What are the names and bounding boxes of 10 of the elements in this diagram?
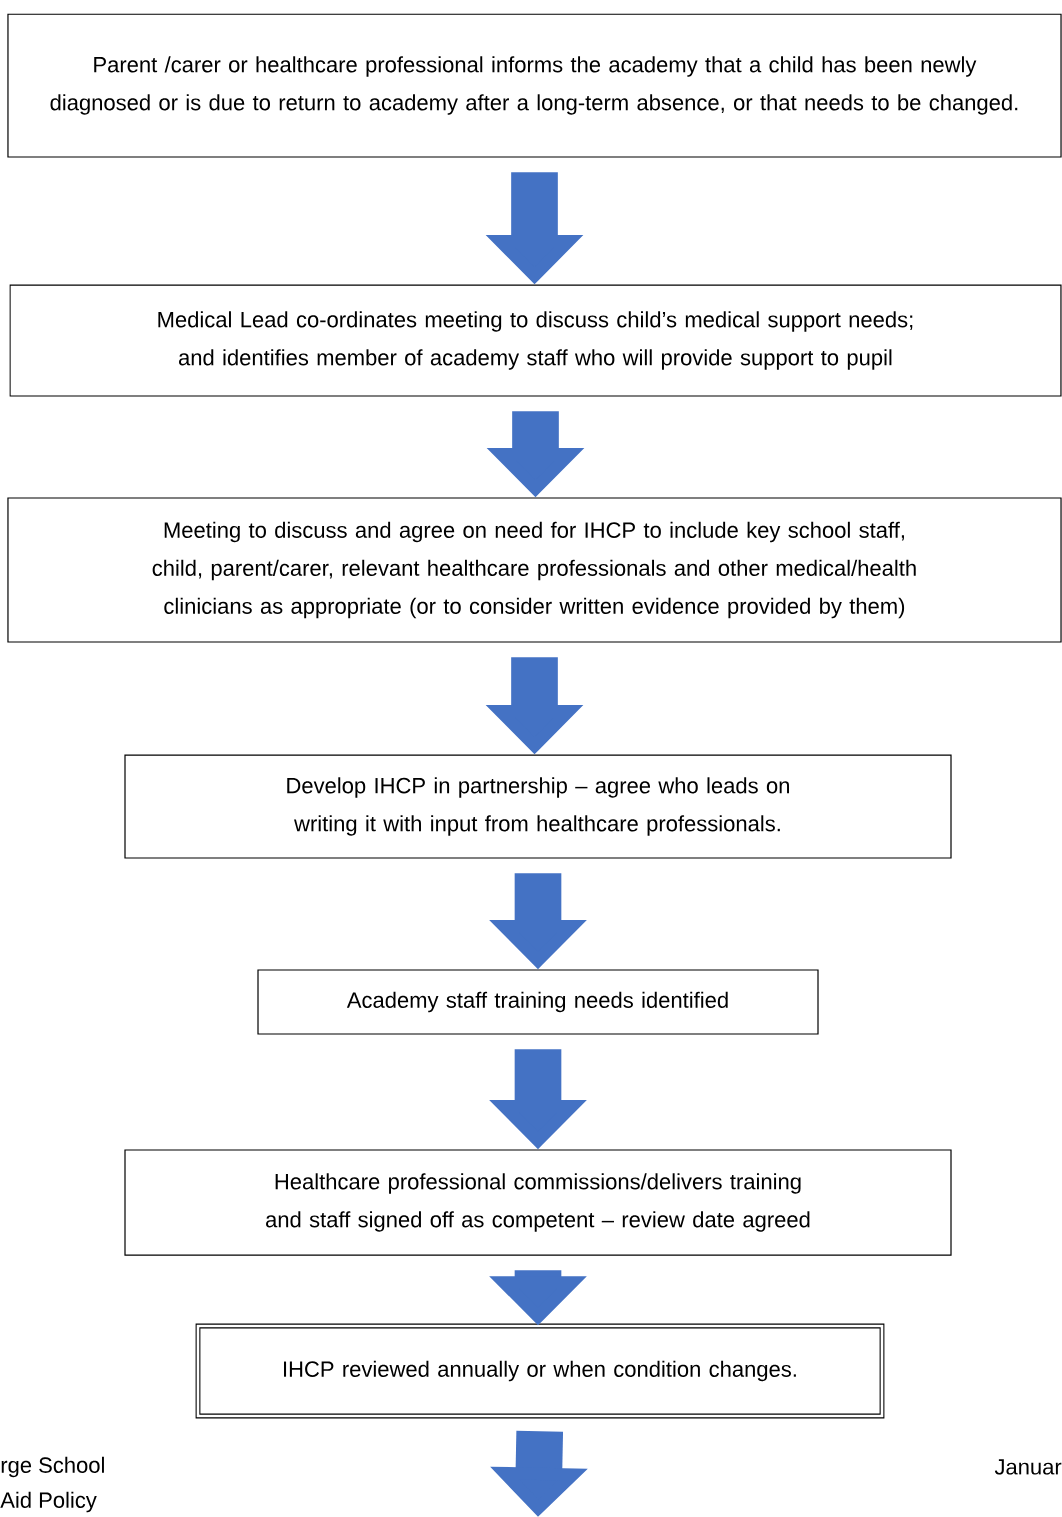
process-box: Parent /carer or healthcare professional informs the academy that a child has been newly diagnosed or is due to return to academy after a long-term absence, or that needs to be changed.	[7, 13, 1062, 158]
footer-text: rge School	[1, 1456, 104, 1478]
process-box: Healthcare professional commissions/delivers training and staff signed off as competent – review date agreed	[124, 1149, 952, 1256]
footer-text: Aid Policy	[0, 1491, 97, 1513]
process-box: Develop IHCP in partnership – agree who leads on writing it with input from healthcare professionals.	[124, 754, 952, 859]
footer-text: Januar	[994, 1459, 1062, 1475]
process-box: Academy staff training needs identified	[257, 969, 819, 1035]
process-box: Medical Lead co-ordinates meeting to discuss child’s medical support needs; and identifies member of academy staff who will provide support to pupil	[9, 284, 1062, 397]
process-box: IHCP reviewed annually or when condition changes.	[195, 1323, 885, 1419]
process-box: Meeting to discuss and agree on need for IHCP to include key school staff, child, parent/carer, relevant healthcare professionals and other medical/health clinicians as appropriate (or to consider written evidence provided by them)	[7, 497, 1062, 643]
